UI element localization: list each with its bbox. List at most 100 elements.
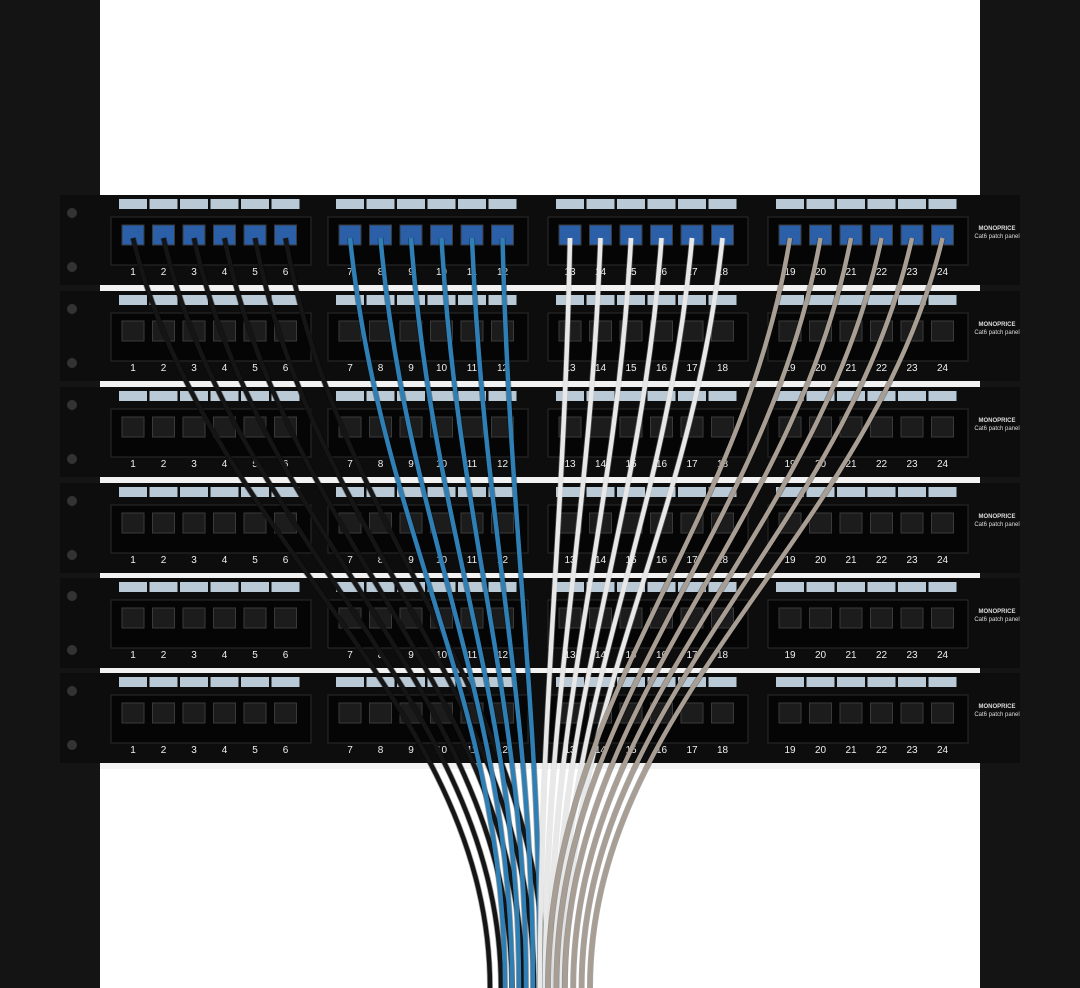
label-strip [458, 295, 486, 305]
port-number: 12 [497, 555, 509, 566]
label-strip [271, 487, 300, 497]
label-strip [678, 199, 706, 209]
label-strip [458, 582, 486, 592]
label-strip [210, 199, 239, 209]
rj45-port [182, 607, 206, 629]
label-strip [867, 677, 896, 687]
label-strip [678, 487, 706, 497]
port-number: 8 [378, 363, 384, 374]
port-number: 3 [191, 650, 197, 661]
port-number: 24 [937, 363, 949, 374]
rj45-port [809, 607, 832, 629]
patch-cable [579, 237, 915, 988]
port-number: 13 [564, 363, 576, 374]
label-strip [488, 391, 517, 401]
patch-cable [469, 237, 536, 988]
label-strip [241, 199, 269, 209]
port-number: 6 [283, 555, 289, 566]
label-strip [898, 582, 926, 592]
rj45-port [243, 512, 267, 534]
mount-hole [67, 645, 77, 655]
port-number: 12 [497, 459, 509, 470]
rj45-port [870, 416, 893, 438]
mount-hole [67, 262, 77, 272]
patch-cable [547, 237, 634, 988]
port-number: 9 [408, 555, 414, 566]
port-number: 18 [717, 650, 729, 661]
rj45-port [152, 702, 175, 724]
label-strip [149, 295, 178, 305]
port-number: 14 [595, 363, 607, 374]
port-number: 2 [161, 650, 167, 661]
mount-hole [67, 304, 77, 314]
panel-gap [100, 477, 980, 483]
label-strip [867, 295, 896, 305]
label-strip [898, 295, 926, 305]
patch-cable [500, 237, 543, 988]
label-strip [867, 199, 896, 209]
port-number: 16 [656, 745, 668, 756]
port-number: 21 [845, 745, 857, 756]
label-strip [458, 487, 486, 497]
rj45-port [243, 702, 267, 724]
label-strip [180, 199, 208, 209]
label-strip [867, 582, 896, 592]
rj45-port [809, 512, 832, 534]
label-strip [776, 391, 804, 401]
label-strip [119, 487, 147, 497]
port-number: 4 [222, 363, 228, 374]
port-number: 19 [784, 363, 796, 374]
port-number: 10 [436, 363, 448, 374]
label-strip [806, 199, 835, 209]
label-strip [776, 199, 804, 209]
rj45-port [182, 702, 206, 724]
port-number: 8 [378, 459, 384, 470]
port-number: 3 [191, 745, 197, 756]
label-strip [898, 391, 926, 401]
port-number: 9 [408, 363, 414, 374]
label-strip [928, 487, 957, 497]
patch-cable [283, 237, 548, 988]
port-number: 13 [564, 555, 576, 566]
port-number: 2 [161, 267, 167, 278]
label-strip [427, 677, 456, 687]
label-strip [336, 199, 364, 209]
label-strip [928, 677, 957, 687]
label-strip [271, 582, 300, 592]
port-number: 14 [595, 459, 607, 470]
port-number: 17 [686, 650, 698, 661]
label-strip [647, 391, 676, 401]
label-strip [837, 582, 865, 592]
label-strip [241, 391, 269, 401]
port-number: 22 [876, 267, 888, 278]
label-strip [336, 391, 364, 401]
port-number: 21 [845, 363, 857, 374]
label-strip [336, 487, 364, 497]
port-number: 8 [378, 267, 384, 278]
label-strip [180, 677, 208, 687]
rj45-port [274, 702, 297, 724]
port-number: 11 [467, 555, 478, 566]
port-number: 1 [130, 459, 136, 470]
label-strip [617, 199, 645, 209]
port-number: 16 [656, 363, 668, 374]
port-number: 20 [815, 745, 827, 756]
label-strip [271, 295, 300, 305]
port-number: 17 [686, 267, 698, 278]
label-strip [806, 295, 835, 305]
label-strip [708, 487, 737, 497]
patch-cable [161, 237, 504, 988]
port-number: 24 [937, 267, 949, 278]
rj45-port [243, 607, 267, 629]
label-strip [366, 199, 395, 209]
label-strip [898, 677, 926, 687]
port-number: 5 [252, 650, 258, 661]
label-strip [647, 295, 676, 305]
label-strip [210, 487, 239, 497]
label-strip [678, 295, 706, 305]
label-strip [119, 677, 147, 687]
